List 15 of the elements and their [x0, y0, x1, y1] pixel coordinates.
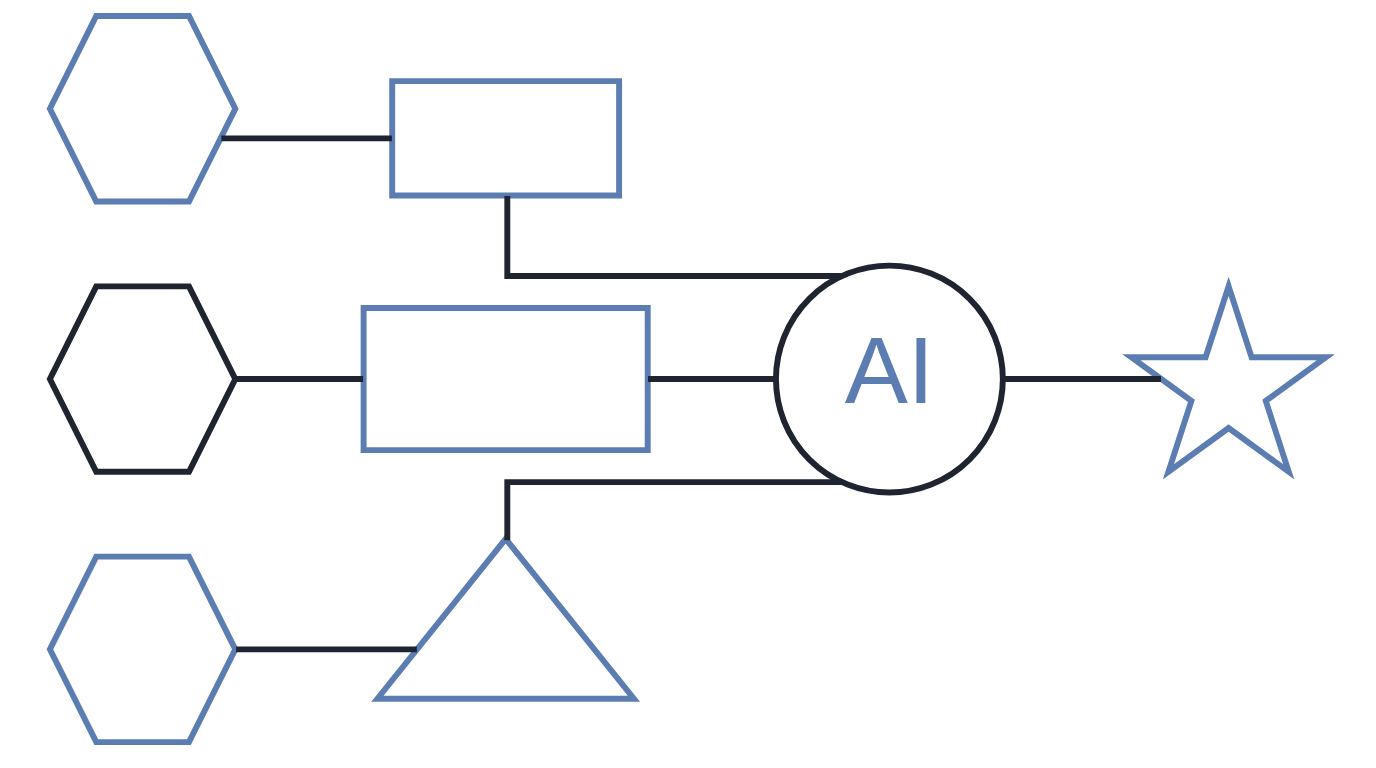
connector — [236, 646, 417, 653]
connector — [221, 135, 392, 142]
connector — [236, 376, 364, 383]
node-hexagon — [46, 13, 239, 205]
node-hexagon — [46, 283, 239, 475]
node-hexagon — [46, 553, 239, 746]
node-bubble — [389, 78, 623, 199]
node-box — [360, 305, 651, 454]
node-star — [1122, 276, 1334, 480]
connector — [504, 479, 842, 541]
connector — [648, 376, 776, 383]
connector — [504, 195, 842, 279]
node-triangle — [371, 534, 641, 702]
connector — [1003, 376, 1161, 383]
node-circle: AI — [773, 262, 1006, 496]
